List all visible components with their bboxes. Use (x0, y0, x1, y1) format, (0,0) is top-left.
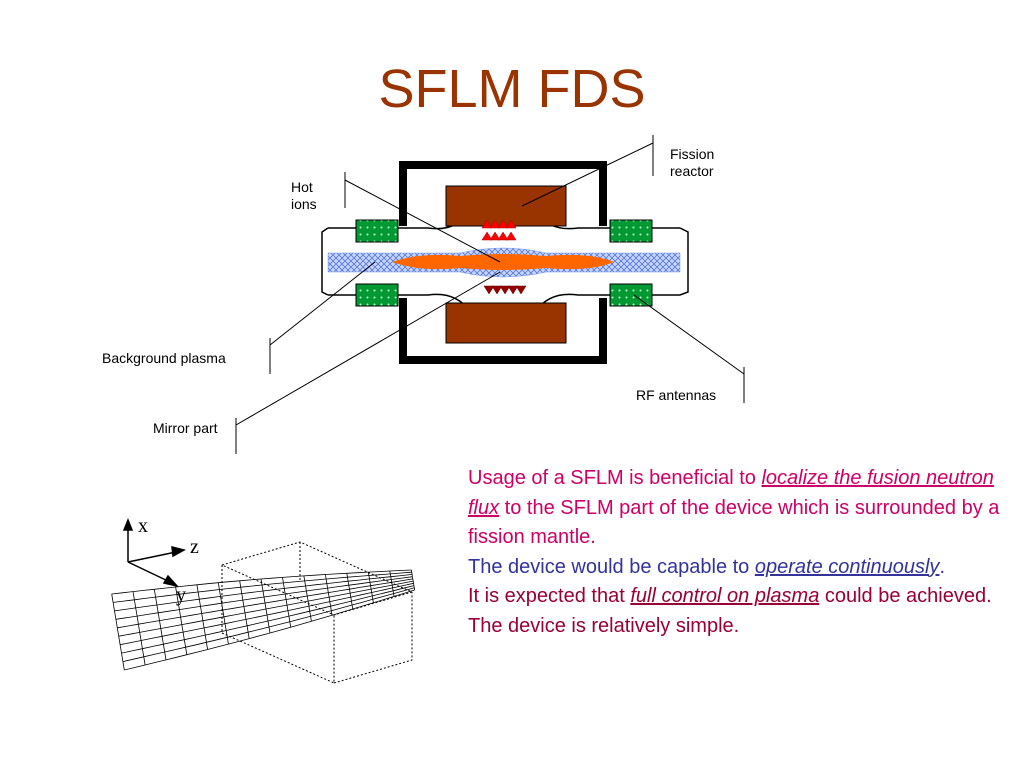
mesh-line (411, 569, 415, 591)
description-p3: It is expected that full control on plas… (468, 585, 992, 607)
hot-ions-region (392, 254, 614, 270)
mesh-line (303, 575, 312, 622)
mesh-line (122, 587, 415, 662)
ion-arrows-bottom (483, 285, 527, 295)
description-p2: The device would be capable to operate c… (468, 555, 945, 578)
label-rf-antennas: RF antennas (636, 387, 717, 403)
mesh-line (132, 591, 146, 666)
mesh-line (346, 573, 354, 610)
link-full-control: full control on plasma (630, 585, 820, 607)
label-fission-reactor: Fission reactor (670, 146, 715, 179)
mesh-line (260, 578, 271, 634)
mesh-line (117, 578, 413, 629)
label-hot-ions: Hot ions (291, 179, 317, 212)
mesh-line (175, 586, 188, 655)
mesh-line (153, 589, 167, 660)
leader-lines (235, 135, 745, 454)
axis-z-label: z (190, 536, 199, 558)
description-p1: Usage of a SFLM is beneficial to localiz… (468, 467, 1000, 548)
mesh-line (124, 589, 415, 671)
ion-arrows-top (481, 219, 517, 241)
label-mirror-part: Mirror part (153, 420, 218, 436)
fission-block-bottom (445, 302, 567, 344)
mesh-line (325, 574, 333, 616)
mesh-line (217, 582, 229, 645)
fission-block-top (445, 185, 567, 227)
rf-antenna-left-top (355, 219, 399, 243)
link-operate-continuously: operate continuously (754, 555, 940, 578)
rf-antenna-right-top (609, 219, 653, 243)
description-p4: The device is relatively simple. (468, 614, 740, 637)
rf-antenna-right-bottom (609, 283, 653, 307)
rf-antenna-left-bottom (355, 283, 399, 307)
mesh-line (196, 584, 208, 650)
field-line-mesh (111, 569, 415, 671)
mesh-line (113, 571, 412, 603)
mesh-line (239, 580, 250, 639)
label-background-plasma: Background plasma (102, 350, 226, 366)
description: Usage of a SFLM is beneficial to localiz… (468, 464, 1013, 641)
axis-x-label: x (138, 515, 148, 537)
mesh-line (111, 569, 412, 595)
mesh-line (120, 582, 414, 646)
mesh-line (389, 570, 395, 597)
mesh-line (367, 572, 374, 603)
mesh-line (114, 574, 413, 612)
mesh-line (282, 577, 292, 628)
slide-title: SFLM FDS (378, 59, 646, 119)
link-localize-flux: localize the fusion neutron flux (468, 467, 994, 519)
mesh-line (118, 580, 414, 637)
mirror-bounding-box (220, 541, 414, 684)
axis-y-label: y (176, 584, 186, 606)
mesh-line (115, 576, 413, 620)
mesh-line (121, 585, 414, 654)
mesh-line (111, 593, 125, 671)
axes-3d (122, 517, 187, 588)
